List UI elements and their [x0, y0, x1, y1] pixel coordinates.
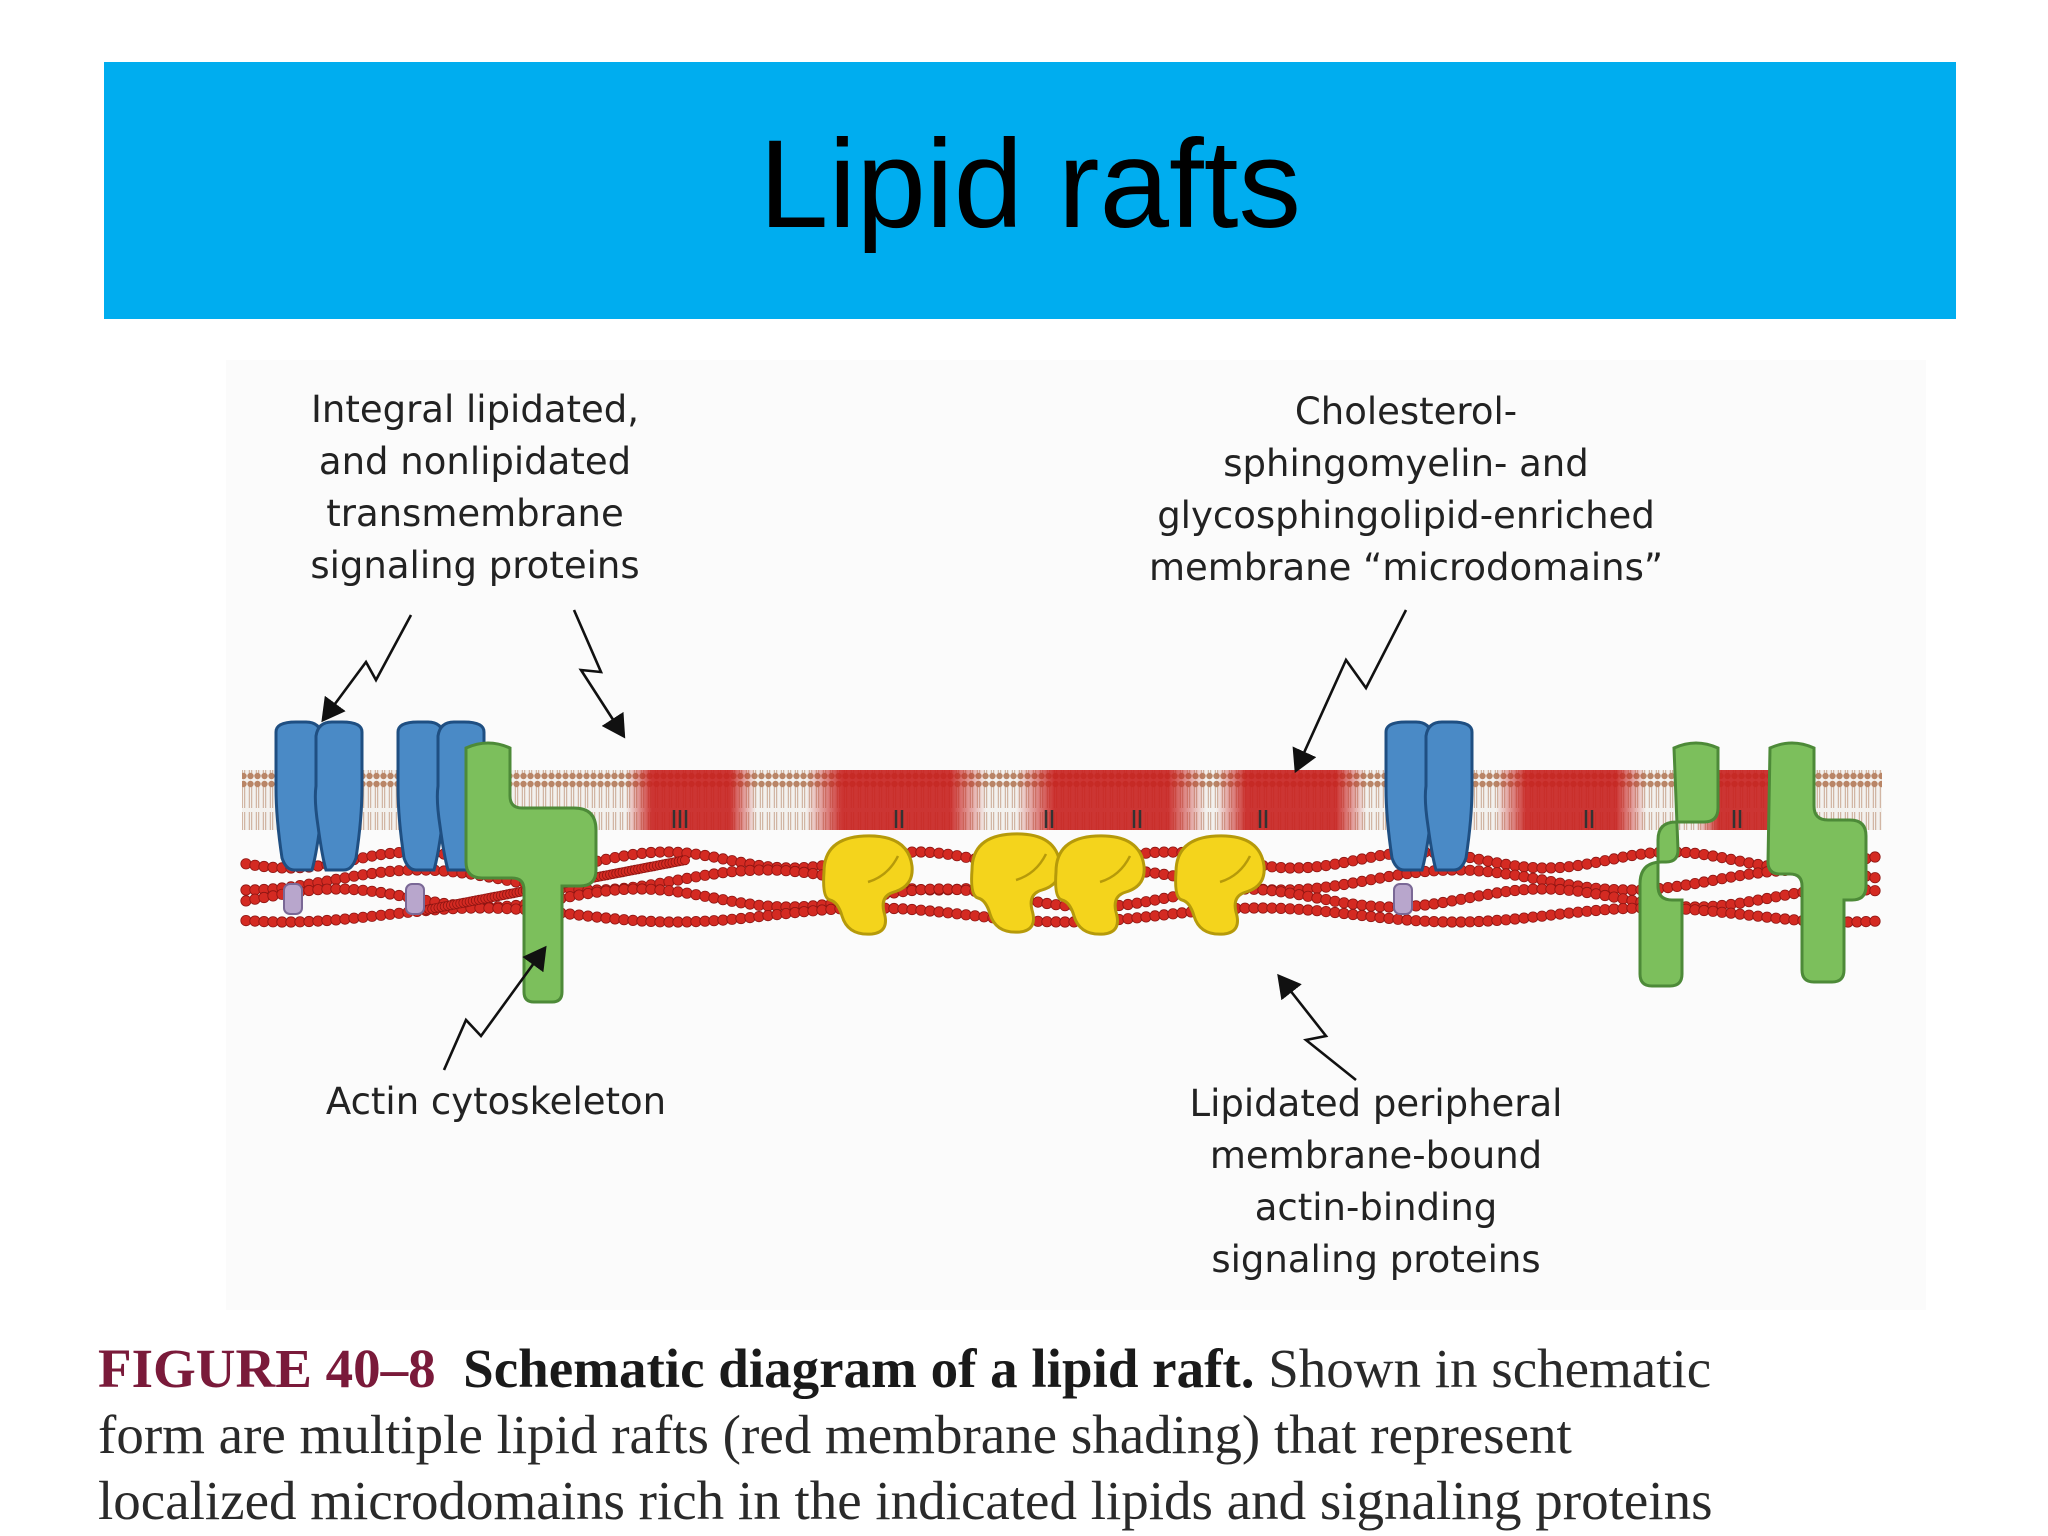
actin-bead — [1869, 915, 1881, 927]
channel-subunit — [313, 720, 364, 872]
actin-bead — [1347, 855, 1359, 867]
actin-bead — [726, 855, 738, 867]
peripheral-protein — [970, 832, 1062, 934]
raft-microdomain — [626, 770, 756, 830]
actin-bead — [1869, 872, 1881, 884]
actin-bead — [960, 851, 972, 863]
peripheral-protein-fold — [1015, 853, 1048, 882]
actin-bead — [1869, 885, 1881, 897]
raft-microdomain — [1216, 770, 1366, 830]
actin-bead — [708, 892, 720, 904]
peripheral-proteins — [822, 832, 1266, 936]
arrow-integral-left — [321, 614, 413, 723]
channel-protein — [274, 720, 364, 915]
arrow-integral-right — [572, 609, 626, 739]
channel-protein — [1384, 720, 1474, 915]
peripheral-protein — [1054, 834, 1146, 936]
title-bar: Lipid rafts — [104, 62, 1956, 319]
actin-bead — [1329, 858, 1341, 870]
actin-bead — [1338, 856, 1350, 869]
actin-bead — [672, 874, 684, 886]
channel-tail — [405, 883, 425, 915]
caption-line-1-rest: Shown in schematic — [1268, 1338, 1712, 1399]
raft-microdomain — [1016, 770, 1206, 830]
actin-bead — [708, 851, 720, 863]
slide-title: Lipid rafts — [759, 115, 1301, 254]
actin-bead — [1356, 875, 1368, 888]
raft-microdomain — [1496, 770, 1646, 830]
leader-arrows — [321, 609, 1408, 1082]
label-peripheral-proteins: Lipidated peripheral membrane-bound acti… — [1189, 1082, 1563, 1281]
peripheral-protein-fold — [867, 855, 900, 884]
caption-line-2: form are multiple lipid rafts (red membr… — [98, 1404, 1572, 1465]
diagram-canvas — [240, 609, 1882, 1082]
actin-bead — [679, 855, 690, 866]
integral-protein — [464, 741, 598, 1004]
actin-bead — [1356, 853, 1368, 865]
actin-bead — [1302, 890, 1314, 902]
actin-bead — [249, 893, 261, 905]
actin-bead — [1320, 893, 1332, 906]
integral-protein — [1638, 741, 1720, 988]
arrow-peripheral — [1277, 973, 1357, 1082]
actin-bead — [1464, 891, 1476, 904]
peripheral-protein-fold — [1219, 855, 1252, 884]
actin-bead — [357, 852, 369, 864]
actin-bead — [1761, 892, 1773, 905]
actin-bead — [1707, 874, 1719, 887]
actin-bead — [1869, 851, 1881, 863]
figure-number: FIGURE 40–8 — [98, 1338, 436, 1399]
figure-caption: FIGURE 40–8 Schematic diagram of a lipid… — [98, 1336, 1978, 1534]
channel-tail — [283, 883, 303, 915]
label-microdomains: Cholesterol- sphingomyelin- and glycosph… — [1148, 390, 1664, 589]
peripheral-protein — [1174, 834, 1266, 936]
actin-bead — [1455, 893, 1467, 905]
actin-bead — [1482, 855, 1494, 867]
actin-bead — [600, 853, 612, 865]
label-integral-proteins: Integral lipidated, and nonlipidated tra… — [310, 388, 640, 587]
actin-bead — [1365, 851, 1377, 863]
actin-bead — [1725, 853, 1737, 865]
peripheral-protein-fold — [1099, 855, 1132, 884]
figure-title: Schematic diagram of a lipid raft. — [463, 1338, 1255, 1399]
actin-bead — [240, 895, 252, 907]
channel-tail — [1393, 883, 1413, 915]
actin-bead — [1581, 858, 1593, 870]
actin-bead — [1608, 891, 1620, 903]
caption-line-3: localized microdomains rich in the indic… — [98, 1470, 1713, 1531]
integral-proteins — [464, 741, 1868, 1004]
actin-bead — [1608, 853, 1620, 865]
actin-bead — [1734, 855, 1746, 867]
lipid-anchors — [672, 810, 1742, 828]
integral-protein — [1766, 741, 1868, 984]
actin-bead — [1590, 856, 1602, 868]
label-actin: Actin cytoskeleton — [325, 1080, 667, 1123]
actin-bead — [1599, 855, 1611, 867]
actin-bead — [1716, 851, 1728, 864]
channel-subunit — [1423, 720, 1474, 872]
actin-bead — [1149, 894, 1161, 906]
actin-bead — [393, 889, 405, 902]
actin-bead — [1617, 893, 1629, 905]
raft-microdomains — [626, 770, 1806, 830]
actin-bead — [717, 853, 729, 865]
actin-bead — [699, 890, 711, 902]
peripheral-protein — [822, 834, 914, 936]
arrow-microdomain — [1292, 609, 1408, 774]
actin-bead — [1473, 853, 1485, 865]
caption-line-1: FIGURE 40–8 Schematic diagram of a lipid… — [98, 1336, 1978, 1402]
lipid-raft-diagram: Integral lipidated, and nonlipidated tra… — [226, 360, 1926, 1310]
arrow-actin — [442, 945, 547, 1071]
